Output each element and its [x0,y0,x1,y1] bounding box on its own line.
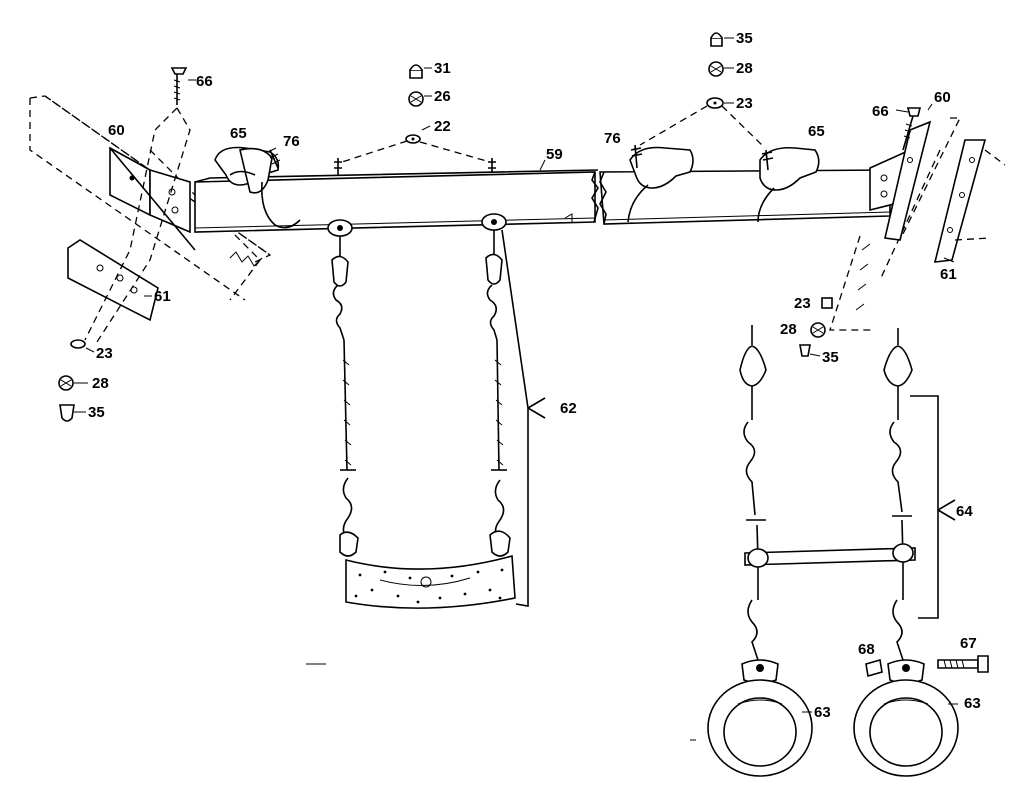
label-31: 31 [434,60,451,77]
label-35-right: 35 [822,349,839,366]
trapeze-64 [739,325,956,661]
label-67: 67 [960,635,977,652]
label-28-top: 28 [736,60,753,77]
left-plate-61 [67,239,159,322]
right-handle-65 [757,146,820,223]
fastener-68 [865,658,883,678]
label-66-right: 66 [872,103,889,120]
label-68: 68 [858,641,875,658]
label-63-left: 63 [814,704,831,721]
label-66-left: 66 [196,73,213,90]
label-60-right: 60 [934,89,951,106]
left-ring-63 [707,659,813,777]
label-23-right: 23 [794,295,811,312]
left-bracket-60 [109,146,196,251]
label-23-top: 23 [736,95,753,112]
right-bolt-66 [902,107,922,151]
seat-texture [354,568,504,604]
label-26: 26 [434,88,451,105]
label-62: 62 [560,400,577,417]
swing-62 [327,213,546,609]
label-22: 22 [434,118,451,135]
right-hardware-stack [799,297,833,357]
right-a-frame-leg [829,117,962,331]
left-bolt-66 [84,67,191,346]
left-handle-65 [214,146,301,229]
label-65-right: 65 [808,123,825,140]
left-hardware-stack [58,339,86,422]
label-35-top: 35 [736,30,753,47]
right-plate-61 [933,139,1006,263]
label-35-left: 35 [88,404,105,421]
label-64: 64 [956,503,973,520]
label-65-left: 65 [230,125,247,142]
right-ring-63 [853,659,959,777]
label-61-left: 61 [154,288,171,305]
label-76-right: 76 [604,130,621,147]
label-28-left: 28 [92,375,109,392]
right-handle-76-side [627,144,694,223]
label-23-left: 23 [96,345,113,362]
label-28-right: 28 [780,321,797,338]
part-number-labels: 66 60 65 76 31 26 22 59 61 23 28 35 62 3… [88,30,981,721]
label-60-left: 60 [108,122,125,139]
label-59: 59 [546,146,563,163]
label-63-right: 63 [964,695,981,712]
label-76-left: 76 [283,133,300,150]
top-right-hardware-stack [639,32,766,149]
bolt-67 [937,655,989,673]
left-screw-76 [267,147,281,169]
center-hardware-stack [334,64,496,176]
leader-lines [74,37,958,713]
label-61-right: 61 [940,266,957,283]
right-bracket-60 [869,120,932,241]
